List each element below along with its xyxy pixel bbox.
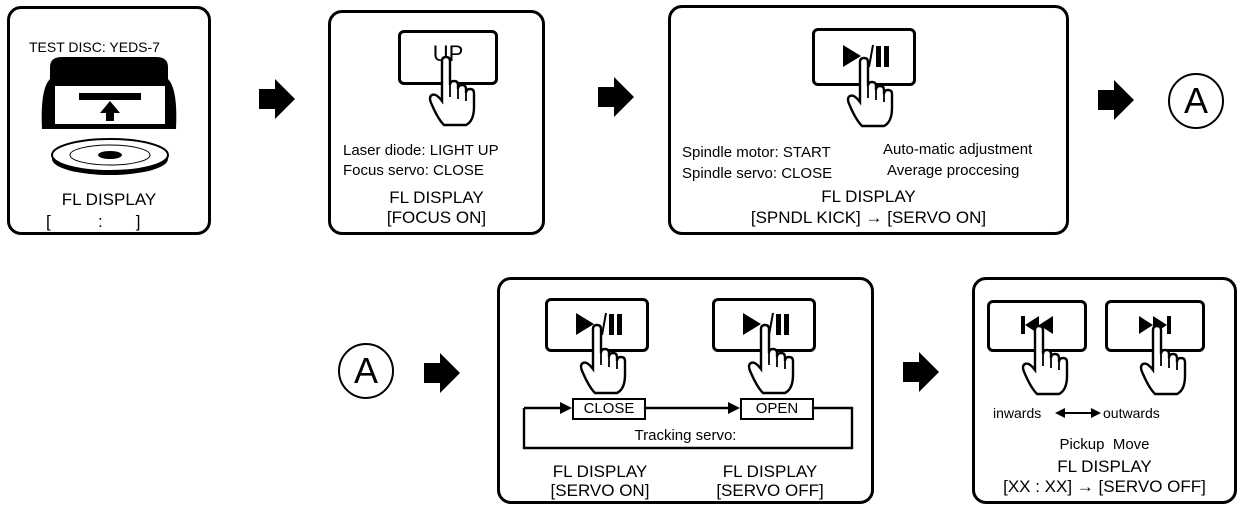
tracking-loop-diagram [522,402,854,450]
connector-a-top: A [1168,73,1224,129]
focus-servo-text: Focus servo: CLOSE [343,162,484,179]
pointing-hand-icon [846,56,894,128]
fl-display-value: [XX : XX] → [SERVO OFF] [1003,477,1206,496]
step2-panel: UP Laser diode: LIGHT UP Focus servo: CL… [328,10,545,235]
right-arrow-icon [424,353,460,393]
play-pause-icon [576,312,622,336]
fl-display-title: FL DISPLAY [1057,457,1152,476]
fl-display-value-right: [SERVO OFF] [716,481,824,500]
fl-display-value: [SPNDL KICK] → [SERVO ON] [750,208,987,227]
skip-forward-button[interactable] [1105,300,1205,352]
fl-display-title-right: FL DISPLAY [722,462,818,481]
pointing-hand-icon [428,55,476,127]
fl-display-value: [FOCUS ON] [386,208,487,227]
pointing-hand-icon [747,323,795,395]
fl-display-title: FL DISPLAY [61,190,157,209]
right-arrow-icon [1098,80,1134,120]
right-arrow-icon [903,352,939,392]
inwards-label: inwards [993,405,1042,421]
step3-panel: Spindle motor: START Spindle servo: CLOS… [668,5,1069,235]
play-pause-icon [843,44,889,68]
spindle-servo-text: Spindle servo: CLOSE [682,165,833,182]
open-state-box: OPEN [740,398,814,420]
pointing-hand-icon [1021,324,1069,396]
fl-display-value-left: [SERVO ON] [550,481,650,500]
outwards-label: outwards [1103,405,1160,421]
pointing-hand-icon [1139,324,1187,396]
step1-panel: TEST DISC: YEDS-7 FL DISPLAY [ : ] [7,6,211,235]
pickup-move-label: Pickup Move [1059,436,1150,453]
right-arrow-icon [598,77,634,117]
average-processing-text: Average proccesing [887,162,1020,179]
disc-player-icon [41,57,177,175]
spindle-motor-text: Spindle motor: START [682,144,831,161]
pointing-hand-icon [579,323,627,395]
test-disc-label: TEST DISC: YEDS-7 [29,39,160,55]
double-arrow-icon [1055,408,1101,418]
fl-display-value: [ : ] [46,212,141,231]
step4-panel: CLOSE OPEN Tracking servo: FL DISPLAY [S… [497,277,874,504]
step5-panel: inwards outwards Pickup Move FL DISPLAY … [972,277,1237,504]
fl-display-title: FL DISPLAY [821,187,916,206]
tracking-servo-label: Tracking servo: [634,427,737,444]
close-state-box: CLOSE [572,398,646,420]
connector-a-bottom: A [338,343,394,399]
fl-display-title: FL DISPLAY [389,188,484,207]
fl-display-title-left: FL DISPLAY [552,462,648,481]
right-arrow-icon [259,79,295,119]
auto-adjust-text: Auto-matic adjustment [883,141,1033,158]
laser-diode-text: Laser diode: LIGHT UP [343,142,499,159]
